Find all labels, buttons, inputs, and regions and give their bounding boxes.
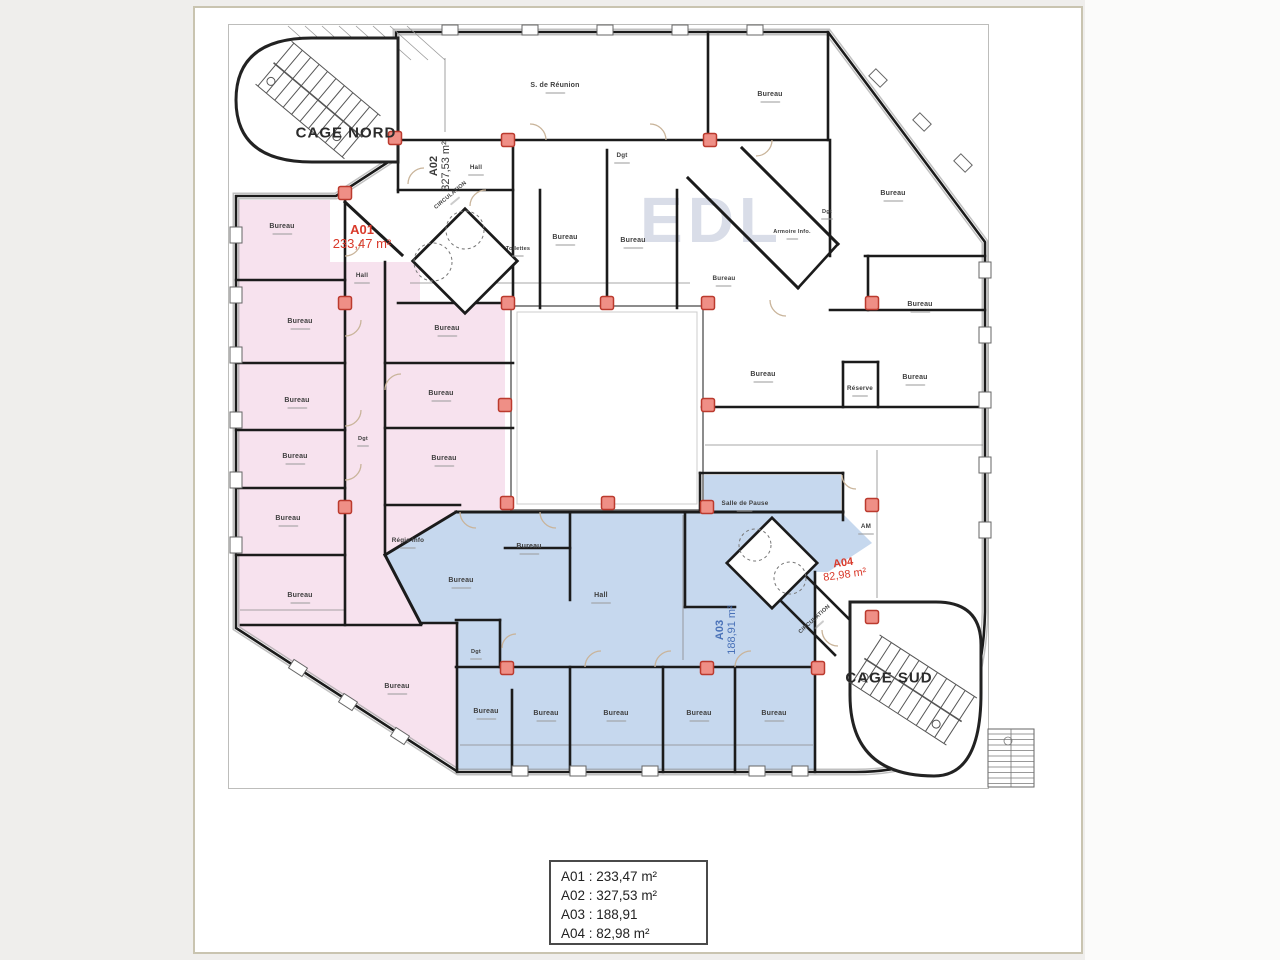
room-label: Salle de Pause [722,500,769,512]
room-label: Bureau [907,301,932,313]
red-marker [500,295,516,311]
room-label: Bureau [287,318,312,330]
room-label: Bureau [384,683,409,695]
room-label: Bureau [275,515,300,527]
red-marker [700,295,716,311]
external-stair [987,728,1035,788]
room-label: Dgt [470,648,482,660]
room-label: CIRCULATION [797,603,832,636]
interior-walls [234,30,987,774]
room-label: Bureau [603,710,628,722]
room-label: Bureau [620,237,645,249]
red-marker [387,130,403,146]
room-label: Bureau [287,592,312,604]
room-label: Dgt [614,152,630,164]
room-label: Dgt [357,435,369,447]
red-marker [699,660,715,676]
red-marker [500,132,516,148]
red-marker [702,132,718,148]
room-label: Bureau [282,453,307,465]
red-marker [810,660,826,676]
room-label: Bureau [284,397,309,409]
north-elevator-shaft [410,206,520,316]
cage-sud-stairwell [848,600,983,778]
label-cage-nord: CAGE NORD [295,124,397,142]
room-label: Régie Info [392,537,424,549]
red-marker [700,397,716,413]
red-marker [497,397,513,413]
room-label: Bureau [686,710,711,722]
red-marker [499,660,515,676]
room-label: Bureau [757,91,782,103]
background-right-band [1085,0,1280,960]
red-marker [699,499,715,515]
room-label: Hall [468,164,484,176]
room-label: Hall [354,272,370,284]
room-label: Bureau [269,223,294,235]
red-marker [337,295,353,311]
red-marker [337,499,353,515]
area-legend: A01 : 233,47 m² A02 : 327,53 m² A03 : 188,… [549,860,708,945]
red-marker [337,185,353,201]
room-label: AM [858,523,874,535]
red-marker [499,495,515,511]
window-notches [229,24,992,777]
room-label: Bureau [428,390,453,402]
zone-a01-pink [236,200,505,771]
red-marker [864,295,880,311]
room-label: Toilettes [506,245,530,257]
legend-row: A02 : 327,53 m² [561,888,658,903]
room-label: Bureau [431,455,456,467]
red-marker [864,497,880,513]
room-label: Bureau [533,710,558,722]
red-markers [337,130,880,676]
red-marker [599,295,615,311]
room-label: Bureau [713,275,736,287]
room-label: Bureau [902,374,927,386]
room-label: Armoire Info. [773,228,811,240]
door-arcs [344,123,857,668]
label-cage-sud: CAGE SUD [845,669,933,687]
legend-row: A01 : 233,47 m² [561,869,658,884]
cage-nord-stairwell [234,36,400,164]
room-label: Bureau [516,543,541,555]
red-marker [864,609,880,625]
room-label: Bureau [750,371,775,383]
room-label: Bureau [880,190,905,202]
room-label: Dgt [821,208,833,220]
room-label: Réserve [847,385,873,397]
legend-row: A04 : 82,98 m² [561,926,650,941]
dimension-lines [240,58,983,746]
legend-row: A03 : 188,91 [561,907,638,922]
room-label: S. de Réunion [530,82,579,94]
red-marker [600,495,616,511]
room-label: Bureau [434,325,459,337]
room-label: Hall [591,592,611,604]
room-label: Bureau [448,577,473,589]
room-label: Bureau [761,710,786,722]
room-label: Bureau [552,234,577,246]
south-elevator-shaft [724,515,820,611]
room-label: Bureau [473,708,498,720]
